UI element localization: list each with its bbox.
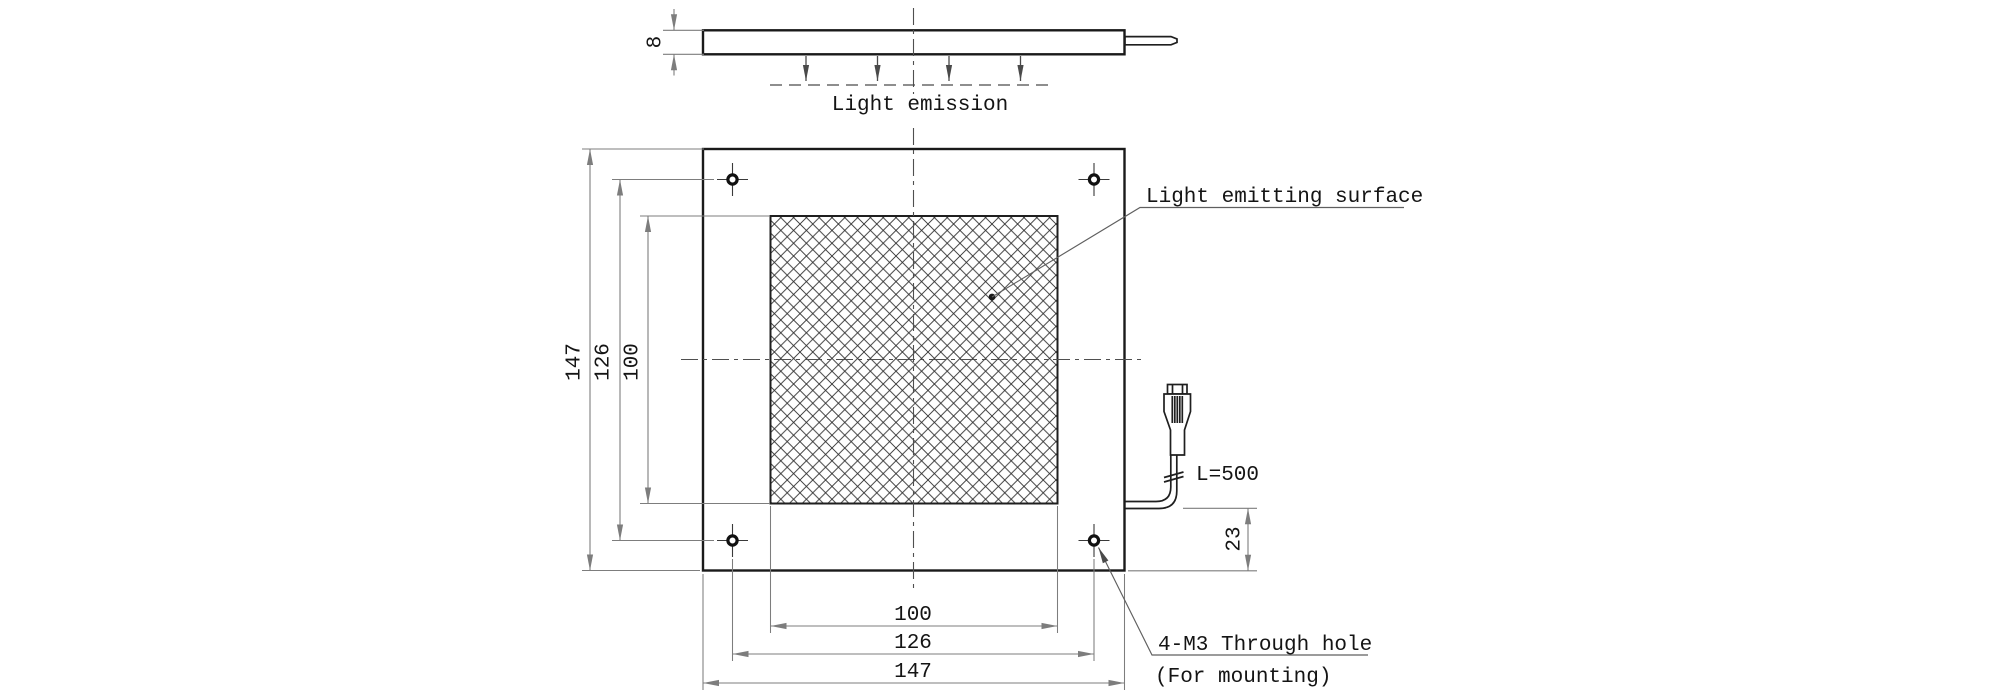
- dim-hole-pitch-width-126: 126: [731, 559, 1095, 661]
- dim-100-bottom-value: 100: [894, 604, 932, 627]
- surface-callout: Light emitting surface: [988, 186, 1423, 301]
- through-hole-leader-line: [1097, 547, 1368, 656]
- cable-stub-profile: [1124, 35, 1178, 46]
- connector-latch: [1166, 383, 1188, 395]
- connector-grip-ridges: [1171, 396, 1184, 423]
- cable-break-marks: [1163, 471, 1184, 483]
- cable-length-label: L=500: [1196, 464, 1259, 487]
- surface-leader-line: [991, 206, 1404, 298]
- mounting-hole-bottom-left: [717, 524, 748, 557]
- mounting-hole-bottom-right: [1078, 524, 1110, 557]
- cable-assembly: L=500: [1125, 383, 1259, 510]
- connector-body: [1163, 393, 1192, 456]
- dim-23-value: 23: [1224, 526, 1247, 551]
- dim-126-left-value: 126: [593, 343, 616, 381]
- dim-thickness-value: 8: [645, 36, 668, 49]
- cable-outer-line: [1125, 455, 1178, 510]
- front-view: 147 126 100 100 126: [564, 128, 1423, 690]
- through-hole-note-line1: 4-M3 Through hole: [1158, 634, 1372, 657]
- mounting-hole-top-left: [717, 163, 748, 196]
- dim-147-bottom-value: 147: [894, 661, 932, 684]
- dim-100-left-value: 100: [622, 343, 645, 381]
- side-view: 8 Light emission: [645, 8, 1178, 117]
- mounting-hole-top-right: [1078, 163, 1110, 196]
- through-hole-note-line2: (For mounting): [1155, 666, 1331, 689]
- dim-emitting-height-100: 100: [622, 215, 770, 505]
- dim-hole-pitch-height-126: 126: [593, 178, 714, 542]
- dim-147-left-value: 147: [564, 343, 587, 381]
- surface-label: Light emitting surface: [1146, 186, 1423, 209]
- dim-outer-width-147: 147: [702, 574, 1126, 690]
- cable-inner-line: [1125, 455, 1172, 503]
- dim-outer-height-147: 147: [564, 148, 704, 572]
- mounting-holes: [717, 163, 1110, 557]
- dim-126-bottom-value: 126: [894, 632, 932, 655]
- light-emission-label: Light emission: [832, 94, 1008, 117]
- light-emission-indicator: Light emission: [770, 56, 1053, 117]
- dim-emitting-width-100: 100: [769, 506, 1059, 633]
- dim-thickness: 8: [645, 9, 704, 76]
- dim-cable-offset-23: 23: [1128, 507, 1257, 572]
- through-hole-callout: 4-M3 Through hole (For mounting): [1097, 547, 1372, 689]
